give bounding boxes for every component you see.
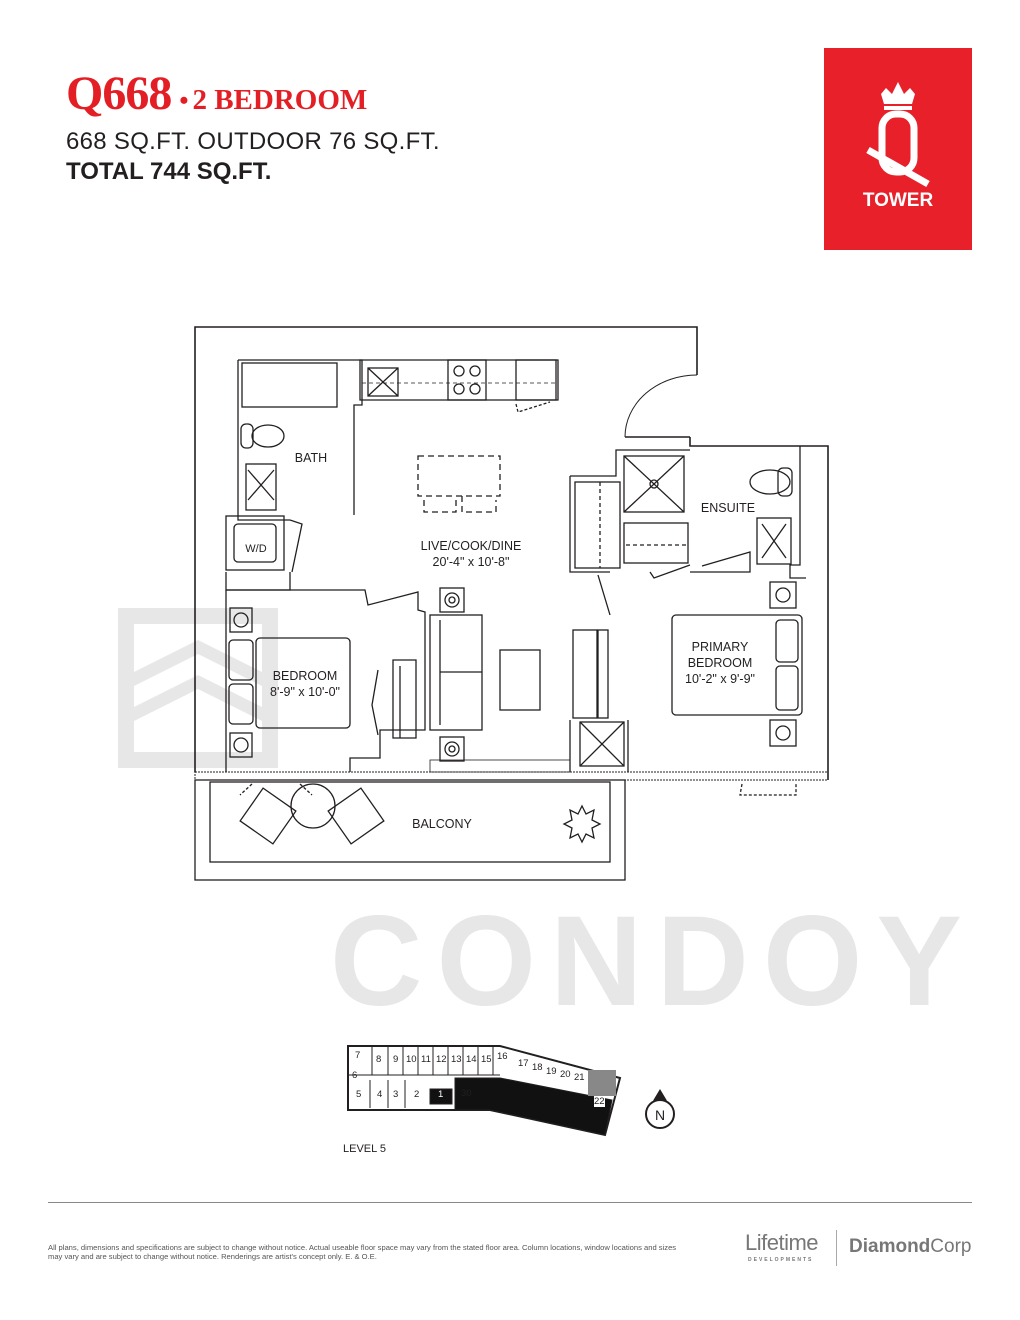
unit-15: 15 (481, 1054, 492, 1065)
unit-18: 18 (532, 1062, 543, 1073)
unit-2: 2 (414, 1089, 420, 1100)
living-furniture (429, 587, 571, 773)
unit-1: 1 (438, 1089, 444, 1100)
room-label-balcony: BALCONY (412, 817, 472, 831)
ensuite-toilet-icon (749, 469, 791, 495)
bed-icon (255, 637, 351, 729)
room-label-primary: PRIMARY (691, 640, 749, 654)
tv-unit-icon (572, 629, 598, 719)
compass-label: N (655, 1107, 666, 1123)
washer-dryer (225, 515, 303, 573)
dining-island (417, 455, 501, 513)
bedroom-closet (392, 659, 417, 739)
chair-icon (239, 787, 297, 845)
room-label-ensuite: ENSUITE (700, 501, 756, 515)
unit-9: 9 (393, 1054, 399, 1065)
key-plan (347, 1045, 675, 1137)
unit-14: 14 (466, 1054, 477, 1065)
lifetime-logo-sub: DEVELOPMENTS (748, 1257, 814, 1263)
watermark: CONDOY (330, 890, 976, 1033)
balcony-furniture (239, 783, 797, 845)
total-area: TOTAL 744 SQ.FT. (66, 158, 272, 185)
bedroom-walls (225, 572, 426, 772)
kitchen-sink-icon (367, 367, 399, 397)
ensuite-walls (569, 446, 806, 616)
bath-sink-icon (245, 463, 277, 511)
room-label-bedroom: BEDROOM (272, 669, 338, 683)
area-line: 668 SQ.FT. OUTDOOR 76 SQ.FT. (66, 128, 440, 155)
unit-5: 5 (356, 1089, 362, 1100)
unit-20: 20 (560, 1069, 571, 1080)
chair-icon (327, 787, 385, 845)
unit-4: 4 (377, 1089, 383, 1100)
fridge-icon (515, 359, 557, 401)
unit-22: 22 (594, 1096, 605, 1107)
tower-logo: TOWER (824, 48, 972, 250)
room-label-bath: BATH (294, 451, 328, 465)
unit-17: 17 (518, 1058, 529, 1069)
balcony-outline (194, 779, 626, 881)
table-icon (290, 783, 336, 829)
unit-3: 3 (393, 1089, 399, 1100)
room-label-live: LIVE/COOK/DINE (420, 539, 522, 553)
watermark-logo-icon (118, 608, 278, 768)
room-dim-bedroom: 8'-9" x 10'-0" (270, 685, 340, 699)
closet (574, 481, 621, 569)
unit-number: Q668 (66, 67, 172, 120)
crown-q-icon (866, 82, 930, 188)
unit-13: 13 (451, 1054, 462, 1065)
unit-21: 21 (574, 1072, 585, 1083)
room-dim-live: 20'-4" x 10'-8" (432, 555, 510, 569)
ensuite-sink-icon (756, 517, 792, 565)
disclaimer: All plans, dimensions and specifications… (48, 1243, 677, 1261)
bathtub-icon (241, 362, 338, 408)
bath-walls (237, 359, 363, 521)
kitchen-counter (359, 359, 559, 413)
primary-bed-icon (671, 614, 803, 716)
unit-title: Q668•2 BEDROOM (66, 66, 367, 133)
unit-7: 7 (355, 1050, 361, 1061)
lifetime-logo: Lifetime (745, 1230, 819, 1255)
unit-type: 2 BEDROOM (192, 84, 368, 116)
unit-8: 8 (376, 1054, 382, 1065)
unit-19: 19 (546, 1066, 557, 1077)
diamondcorp-logo-a: Diamond (849, 1236, 931, 1257)
unit-6: 6 (352, 1070, 358, 1081)
unit-12: 12 (436, 1054, 447, 1065)
room-label-primary-2: BEDROOM (687, 656, 753, 670)
column-box (579, 721, 625, 767)
primary-bedroom (569, 581, 803, 772)
logo-separator (836, 1230, 837, 1266)
toilet-icon (251, 424, 285, 448)
unit-30: 30 (461, 1088, 472, 1099)
title-separator: • (179, 86, 189, 115)
footer-divider (48, 1202, 972, 1203)
unit-11: 11 (421, 1054, 431, 1065)
room-label-wd: W/D (245, 543, 267, 555)
brand-name: TOWER (862, 190, 934, 211)
diamondcorp-logo: DiamondCorp (849, 1236, 971, 1258)
level-label: LEVEL 5 (343, 1143, 387, 1155)
plant-icon (562, 804, 602, 844)
unit-16: 16 (497, 1051, 508, 1062)
room-dim-primary: 10'-2" x 9'-9" (685, 672, 755, 686)
coffee-table-icon (499, 649, 541, 711)
stove-icon (447, 359, 487, 401)
unit-10: 10 (406, 1054, 417, 1065)
diamondcorp-logo-b: Corp (930, 1236, 972, 1257)
shower-icon (623, 455, 685, 513)
